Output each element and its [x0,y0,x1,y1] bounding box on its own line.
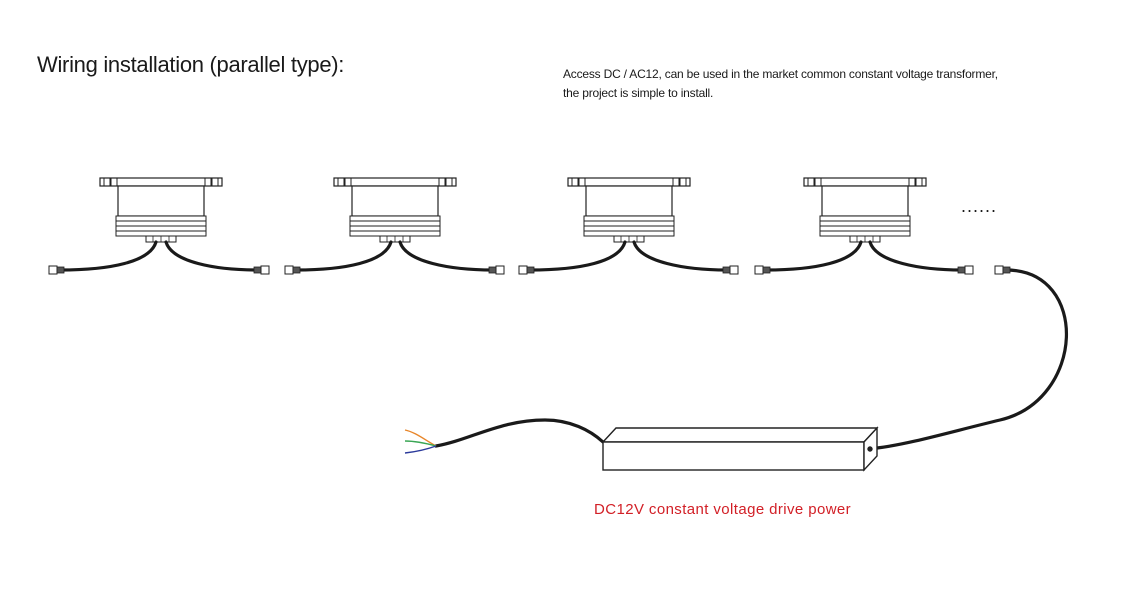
note-line-1: Access DC / AC12, can be used in the mar… [563,67,998,81]
installation-note: Access DC / AC12, can be used in the mar… [563,65,998,103]
lamp-unit-2 [333,177,457,243]
lamp-unit-3 [567,177,691,243]
input-wires [404,429,437,454]
cable-connectors [48,265,1011,275]
power-supply-label: DC12V constant voltage drive power [594,501,852,518]
lamp-unit-4 [803,177,927,243]
lamp-unit-1 [99,177,223,243]
continuation-dots: ...... [961,196,998,216]
note-line-2: the project is simple to install. [563,86,714,100]
power-supply-box [601,426,879,472]
daisy-chain-cables [58,240,1068,450]
diagram-title: Wiring installation (parallel type): [37,52,345,77]
